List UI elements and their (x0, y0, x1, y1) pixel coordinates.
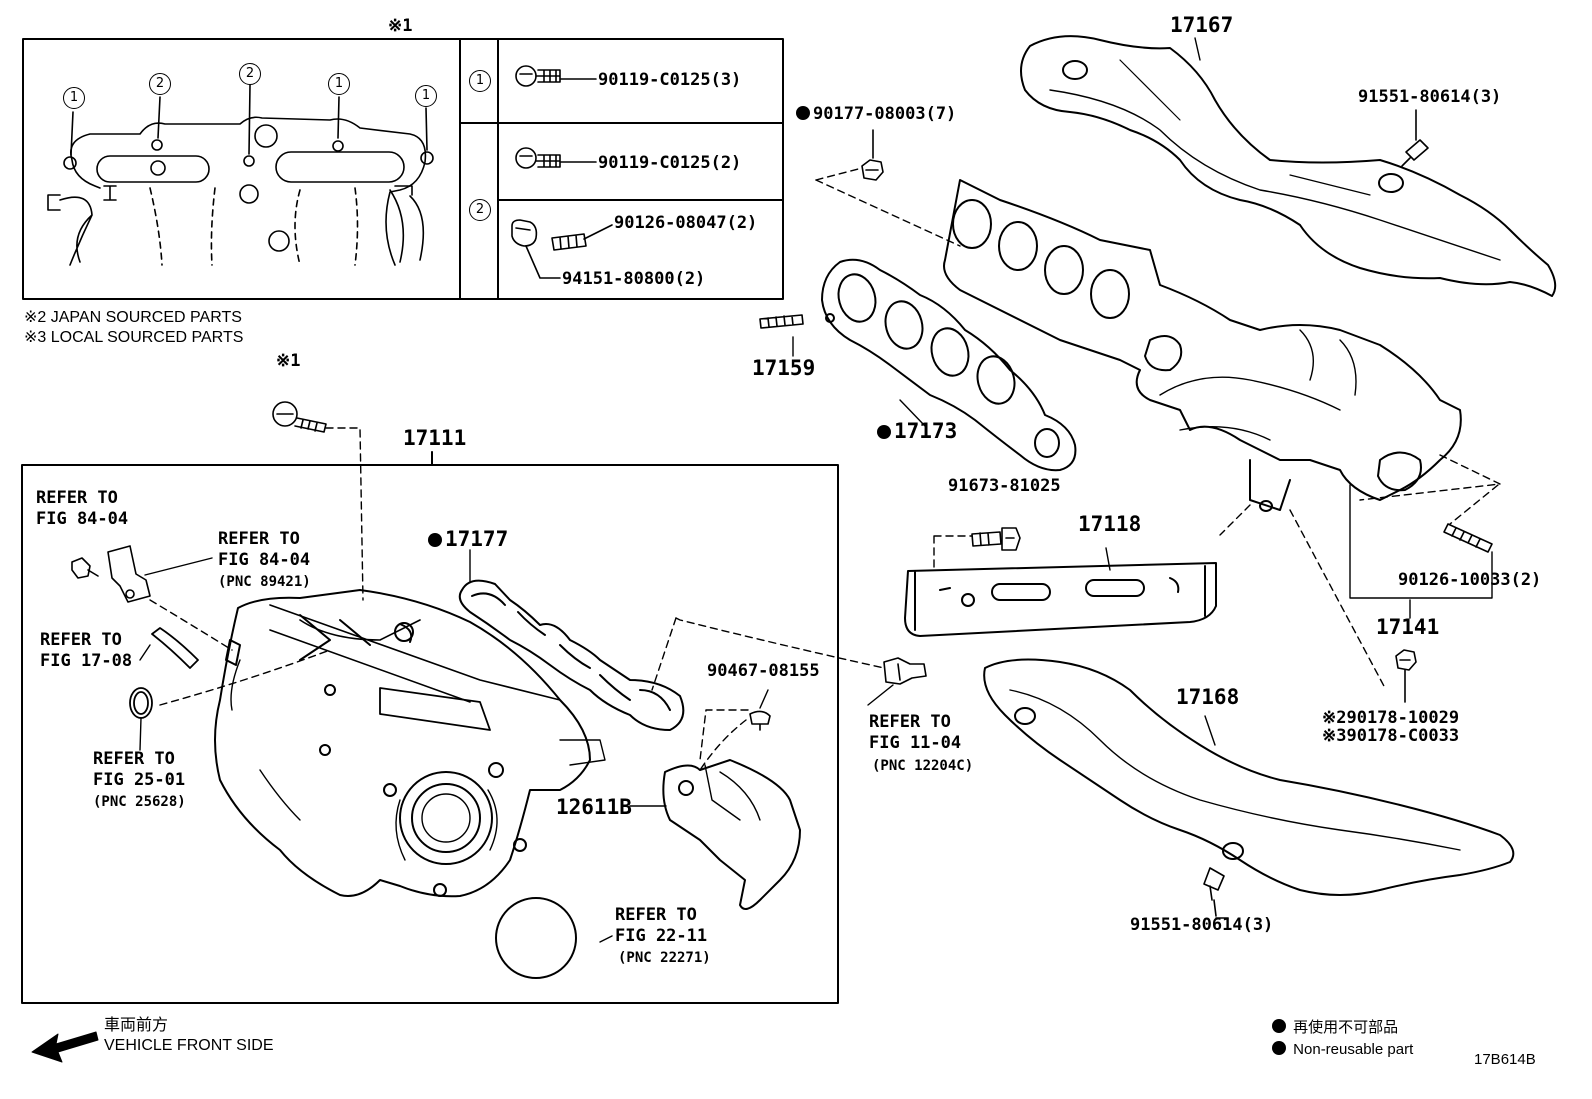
ref1-line2: FIG 84-04 (36, 509, 129, 529)
intake-manifold-body (214, 589, 606, 898)
ref5-pnc: (PNC 12204C) (872, 758, 974, 774)
label-17167: 17167 (1170, 13, 1234, 37)
bolt-ref1-icon (272, 401, 327, 433)
ref5-line1: REFER TO (869, 712, 951, 732)
bolt-91551-top-icon (1401, 109, 1429, 167)
inset-part-4: 94151-80800(2) (562, 269, 706, 289)
ref4-pnc: (PNC 25628) (93, 794, 186, 810)
front-direction-arrow (31, 1031, 99, 1063)
label-90178-japan: ※290178-10029 (1322, 708, 1460, 728)
ref6-line2: FIG 22-11 (615, 926, 708, 946)
non-reusable-dot (428, 533, 442, 547)
inset-part-3: 90126-08047(2) (614, 213, 758, 233)
inset-bolt-icons (511, 65, 613, 279)
ref4-line1: REFER TO (93, 749, 175, 769)
non-reusable-dot (1272, 1041, 1286, 1055)
note-japan-sourced: ※2 JAPAN SOURCED PARTS (24, 309, 242, 326)
clip-90467-icon (749, 710, 771, 731)
inset-box (22, 38, 784, 300)
bracket-12611b (662, 759, 801, 910)
label-17173: 17173 (877, 420, 957, 443)
hose-17-08 (151, 627, 199, 669)
label-17118: 17118 (1078, 512, 1142, 536)
label-90467: 90467-08155 (707, 661, 820, 681)
nut-90178-icon (1395, 649, 1417, 703)
ref6-pnc: (PNC 22271) (618, 950, 711, 966)
ref2-line1: REFER TO (218, 529, 300, 549)
manifold-stay-17118 (904, 562, 1217, 637)
figure-id: 17B614B (1474, 1051, 1536, 1068)
ref5-line2: FIG 11-04 (869, 733, 962, 753)
nut-90177-icon (861, 129, 884, 181)
stud-90126-10033-icon (1443, 523, 1493, 553)
label-90177: 90177-08003(7) (796, 105, 956, 124)
ref3-line1: REFER TO (40, 630, 122, 650)
ref1-line1: REFER TO (36, 488, 118, 508)
legend-jp: 再使用不可部品 (1272, 1016, 1398, 1037)
label-90178-local: ※390178-C0033 (1322, 726, 1460, 746)
inset-row-key-1: 1 (469, 70, 491, 92)
fitting-12204c-icon (883, 657, 927, 685)
gasket-17177 (458, 579, 685, 731)
solid-leaders (139, 37, 1493, 943)
ref4-line2: FIG 25-01 (93, 770, 186, 790)
label-17141: 17141 (1376, 615, 1440, 639)
label-90126-10033: 90126-10033(2) (1398, 570, 1542, 590)
o-ring-22271 (495, 897, 577, 979)
inset-ref-mark: ※1 (388, 16, 413, 36)
inset-row-key-2: 2 (469, 199, 491, 221)
inset-part-2: 90119-C0125(2) (598, 153, 742, 173)
heat-insulator-17168 (983, 658, 1515, 896)
non-reusable-dot (1272, 1019, 1286, 1033)
vehicle-front-en: VEHICLE FRONT SIDE (104, 1037, 274, 1054)
non-reusable-dot (877, 425, 891, 439)
inset-callout-1a: 1 (63, 87, 85, 109)
label-12611b: 12611B (556, 795, 632, 819)
inset-callout-2b: 2 (239, 63, 261, 85)
label-17168: 17168 (1176, 685, 1240, 709)
label-17111: 17111 (403, 426, 467, 450)
bolt-91551-bottom-icon (1203, 867, 1225, 917)
stud-17159-icon (759, 314, 804, 329)
vehicle-front-jp: 車両前方 (104, 1017, 169, 1034)
inset-part-1: 90119-C0125(3) (598, 70, 742, 90)
clamp-25-01 (129, 687, 153, 719)
label-17159: 17159 (752, 356, 816, 380)
label-91673: 91673-81025 (948, 476, 1061, 496)
leader-lines (149, 167, 1501, 771)
ref3-line2: FIG 17-08 (40, 651, 133, 671)
non-reusable-dot (796, 106, 810, 120)
ref6-line1: REFER TO (615, 905, 697, 925)
inset-callout-1c: 1 (415, 85, 437, 107)
bolt-ref-mark: ※1 (276, 351, 301, 371)
label-91551-bottom: 91551-80614(3) (1130, 915, 1274, 935)
heat-insulator-17167 (1020, 35, 1557, 297)
gasket-17173 (821, 258, 1077, 472)
label-17177: 17177 (428, 528, 508, 551)
inset-callout-1b: 1 (328, 73, 350, 95)
sensor-89421 (71, 545, 151, 603)
note-local-sourced: ※3 LOCAL SOURCED PARTS (24, 329, 244, 346)
legend-en: Non-reusable part (1272, 1041, 1413, 1058)
ref2-line2: FIG 84-04 (218, 550, 311, 570)
bolt-91673-icon (971, 527, 1021, 551)
ref2-pnc: (PNC 89421) (218, 574, 311, 590)
exhaust-manifold-17141 (943, 179, 1462, 512)
inset-flange-sketch (47, 84, 434, 266)
label-91551-top: 91551-80614(3) (1358, 87, 1502, 107)
inset-callout-2a: 2 (149, 73, 171, 95)
